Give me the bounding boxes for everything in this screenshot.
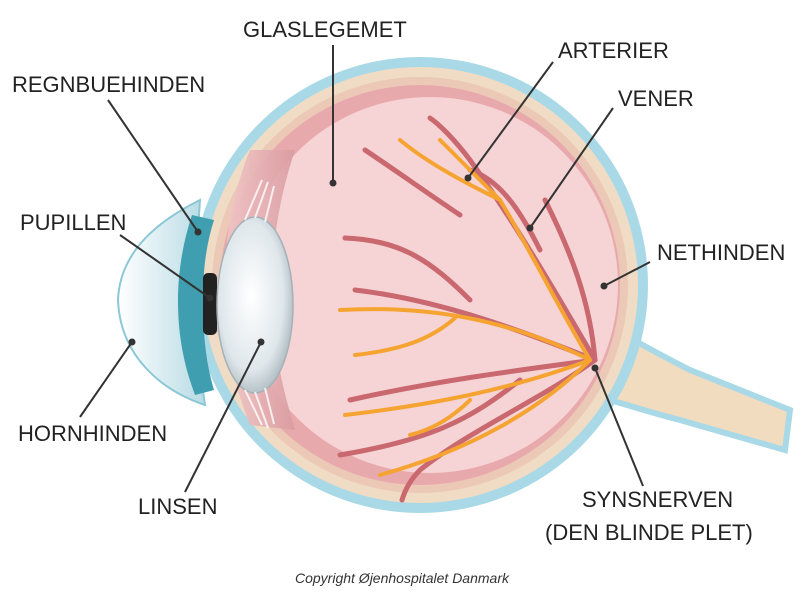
- label-pupillen: PUPILLEN: [20, 210, 126, 235]
- leader-synsnerven: [594, 367, 644, 487]
- copyright-text: Copyright Øjenhospitalet Danmark: [295, 570, 510, 586]
- zonule-fibers: [244, 179, 275, 429]
- label-hornhinden: HORNHINDEN: [18, 421, 167, 446]
- leader-dots: [128, 174, 608, 372]
- leader-pupillen: [119, 234, 211, 299]
- leader-hornhinden: [79, 341, 133, 418]
- label-vener: VENER: [618, 86, 694, 111]
- pupil: [203, 273, 217, 335]
- vitreous-body: [242, 97, 618, 473]
- label-arterier: ARTERIER: [558, 38, 669, 63]
- label-den-blinde-plet: (DEN BLINDE PLET): [545, 520, 753, 545]
- label-glaslegemet: GLASLEGEMET: [243, 17, 407, 42]
- label-linsen: LINSEN: [138, 494, 217, 519]
- leader-linsen: [184, 341, 262, 493]
- lens: [216, 216, 294, 394]
- label-nethinden: NETHINDEN: [657, 240, 785, 265]
- arteries: [338, 138, 592, 477]
- leader-lines: [79, 45, 651, 493]
- label-regnbuehinden: REGNBUEHINDEN: [12, 72, 205, 97]
- label-synsnerven: SYNSNERVEN: [582, 487, 733, 512]
- leader-nethinden: [603, 261, 651, 287]
- leader-arterier: [467, 61, 554, 179]
- iris: [178, 215, 214, 395]
- leader-regnbuehinden: [107, 99, 199, 233]
- leader-vener: [529, 107, 614, 229]
